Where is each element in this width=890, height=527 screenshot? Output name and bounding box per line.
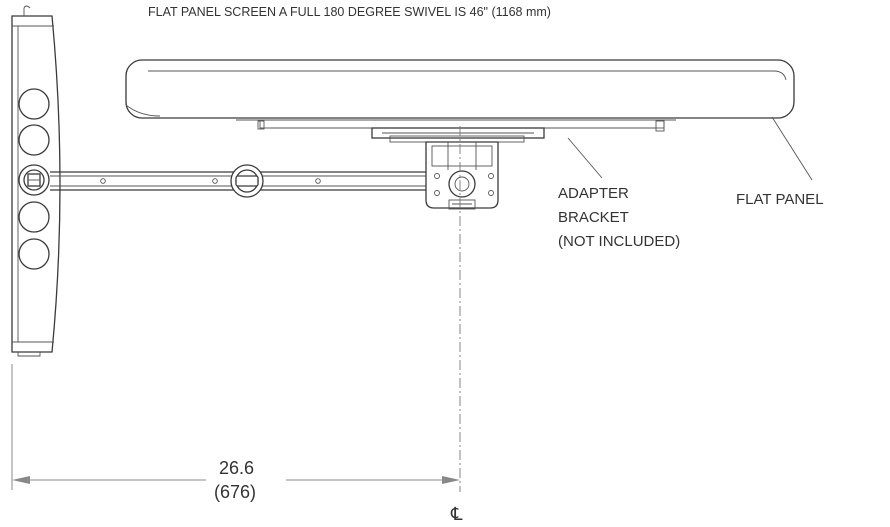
- extension-arm: [50, 164, 432, 198]
- flat-panel: [125, 59, 795, 132]
- dimension-line: [11, 364, 460, 490]
- elbow-joint: [230, 164, 264, 198]
- header-note: FLAT PANEL SCREEN A FULL 180 DEGREE SWIV…: [148, 5, 551, 19]
- knockout-hole: [18, 201, 50, 233]
- wall-plate: [11, 5, 61, 357]
- dimension-millimeters: (676): [214, 482, 256, 502]
- centerline-symbol: ℄: [450, 504, 463, 524]
- knockout-hole: [18, 238, 50, 270]
- adapter-bracket-leader: [567, 137, 603, 179]
- adapter-bracket-label-line3: (NOT INCLUDED): [558, 233, 680, 250]
- adapter-bracket: [371, 127, 545, 210]
- dimension-inches: 26.6: [219, 458, 254, 478]
- flat-panel-leader: [771, 116, 813, 181]
- wall-pivot-hub: [18, 164, 50, 196]
- knockout-hole: [18, 124, 50, 156]
- flat-panel-label: FLAT PANEL: [736, 191, 824, 208]
- knockout-hole: [18, 88, 50, 120]
- adapter-bracket-label-line1: ADAPTER: [558, 185, 629, 202]
- adapter-bracket-label-line2: BRACKET: [558, 209, 629, 226]
